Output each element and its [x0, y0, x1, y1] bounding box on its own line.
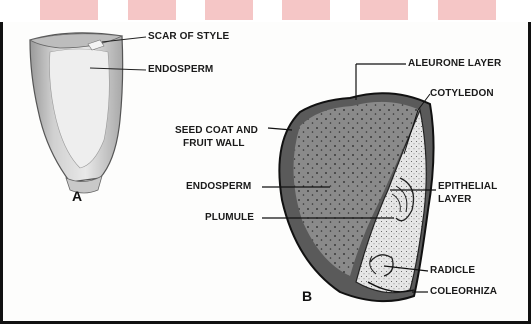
label-plumule: PLUMULE [205, 212, 254, 224]
label-epithelial-line1: EPITHELIAL [438, 181, 497, 193]
panel-label-a: A [72, 188, 82, 204]
label-seed-coat-line1: SEED COAT AND [175, 125, 258, 137]
label-radicle: RADICLE [430, 265, 475, 277]
label-scar-of-style: SCAR OF STYLE [148, 31, 229, 43]
label-aleurone-layer: ALEURONE LAYER [408, 58, 501, 70]
label-endosperm-a: ENDOSPERM [148, 64, 213, 76]
label-endosperm-b: ENDOSPERM [186, 181, 251, 193]
label-epithelial-line2: LAYER [438, 194, 471, 206]
kernel-b-section [262, 64, 436, 301]
label-cotyledon: COTYLEDON [430, 88, 494, 100]
panel-label-b: B [302, 288, 312, 304]
kernel-a [30, 33, 146, 193]
label-seed-coat-line2: FRUIT WALL [183, 138, 245, 150]
label-coleorhiza: COLEORHIZA [430, 286, 497, 298]
